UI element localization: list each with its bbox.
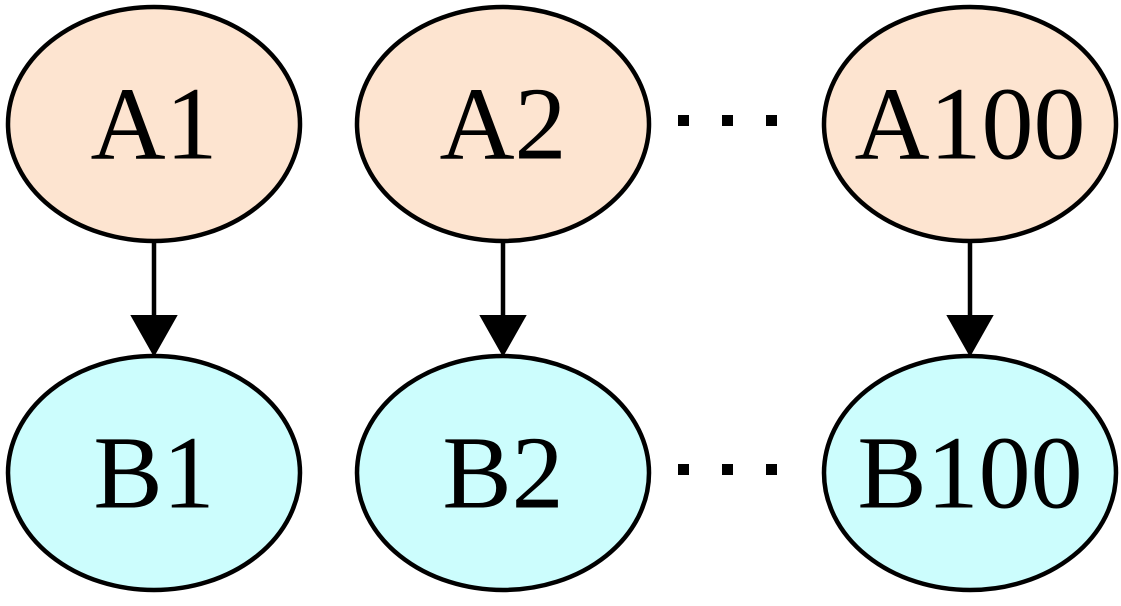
node-b2-label: B2	[442, 416, 563, 531]
edge-a100-b100	[946, 241, 994, 358]
node-a1-label: A1	[90, 67, 217, 182]
node-a100-label: A100	[854, 67, 1085, 182]
node-b100-label: B100	[857, 416, 1082, 531]
edge-a2-b2	[479, 241, 527, 358]
node-b1: B1	[5, 353, 303, 593]
edge-a1-b1	[130, 241, 178, 358]
node-a1: A1	[5, 4, 303, 244]
node-a2-label: A2	[439, 67, 566, 182]
node-b100: B100	[821, 353, 1119, 593]
ellipsis-bottom	[678, 464, 777, 475]
node-a2: A2	[354, 4, 652, 244]
node-a100: A100	[821, 4, 1119, 244]
node-b2: B2	[354, 353, 652, 593]
ellipsis-top	[678, 115, 777, 126]
node-b1-label: B1	[93, 416, 214, 531]
